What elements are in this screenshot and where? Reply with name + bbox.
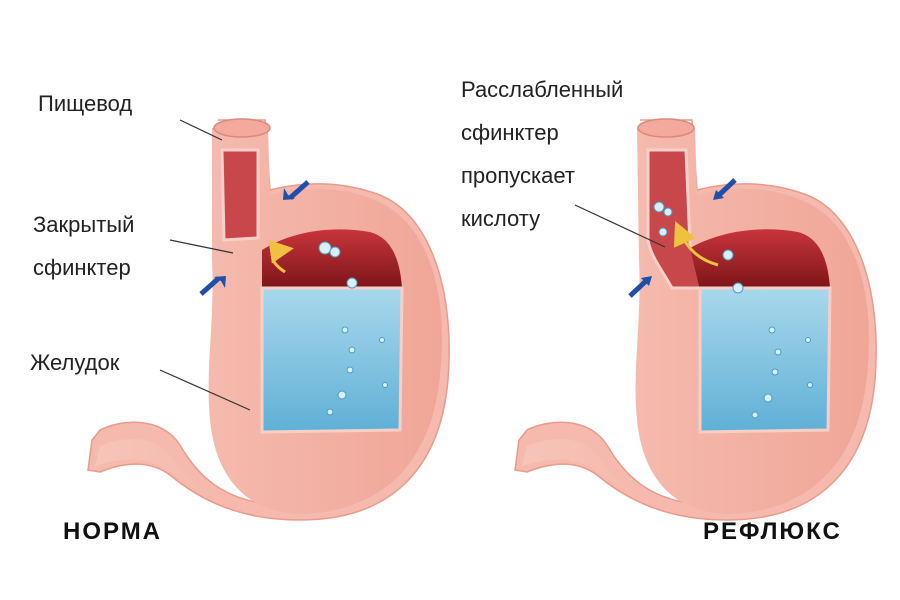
- reflux-bubbles: [653, 201, 813, 419]
- arrow-shaft-2: [199, 276, 221, 296]
- reflux-leader-line: [574, 204, 666, 248]
- normal-esophagus-opening: [213, 118, 271, 138]
- label-closed-sphincter-line1: Закрытый: [33, 212, 134, 237]
- reflux-stomach-upper-cavity: [690, 229, 830, 290]
- label-relaxed-sphincter-line2: сфинктер: [461, 120, 559, 145]
- label-closed-sphincter-line2: сфинктер: [33, 255, 131, 280]
- reflux-acid: [698, 286, 832, 434]
- reflux-pressure-arrows: [628, 178, 737, 298]
- normal-sphincter-return-arrow: [268, 239, 294, 274]
- label-relaxed-sphincter-line4: кислоту: [461, 206, 540, 231]
- caption-reflux: РЕФЛЮКС: [703, 518, 842, 545]
- reflux-acid-flow-arrow: [673, 221, 719, 267]
- normal-acid: [260, 286, 404, 434]
- normal-stomach-upper-cavity: [262, 229, 402, 290]
- normal-stomach-illustration: [87, 118, 450, 521]
- caption-normal: НОРМА: [63, 518, 162, 545]
- normal-bubbles: [318, 241, 388, 416]
- normal-leader-lines: [159, 119, 251, 411]
- label-esophagus: Пищевод: [38, 91, 132, 116]
- normal-esophagus-lumen: [220, 148, 260, 242]
- reflux-esophagus-opening: [637, 118, 695, 138]
- label-relaxed-sphincter-line3: пропускает: [461, 163, 575, 188]
- arrow-shaft-1: [288, 180, 310, 200]
- label-relaxed-sphincter-line1: Расслабленный: [461, 77, 623, 102]
- normal-pressure-arrows: [199, 178, 310, 298]
- label-stomach: Желудок: [30, 350, 120, 375]
- reflux-stomach-illustration: [514, 118, 877, 521]
